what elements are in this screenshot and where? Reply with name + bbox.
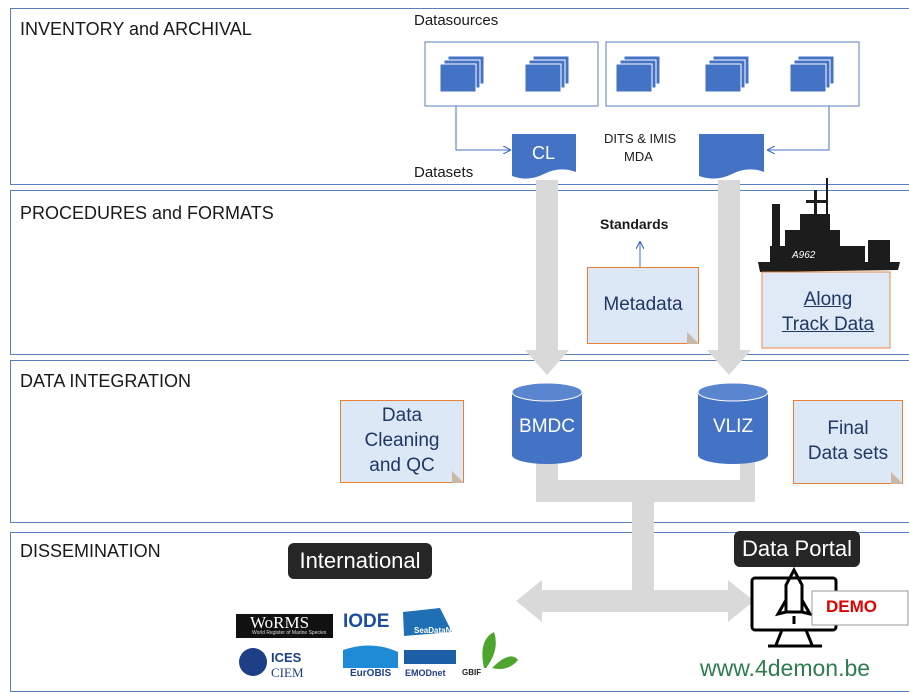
standards-label: Standards (600, 216, 669, 232)
bmdc-label: BMDC (519, 416, 575, 437)
ciem-logo: CIEM (271, 665, 304, 680)
vliz-label: VLIZ (712, 416, 754, 437)
seadatanet-logo-icon (403, 608, 452, 636)
ship-hull-number: A962 (792, 250, 816, 261)
along-track-link[interactable]: Along Track Data (770, 288, 886, 337)
dits-label-line2: MDA (624, 149, 653, 164)
cl-document-icon (512, 134, 576, 179)
cleaning-line2: Cleaning (364, 430, 440, 452)
band-title-procedures: PROCEDURES and FORMATS (20, 203, 274, 223)
eurobis-logo-icon (343, 645, 398, 668)
emodnet-logo-icon (404, 650, 456, 664)
research-ship-icon (758, 178, 900, 272)
doc-stack-icon (439, 55, 835, 93)
worms-logo-subtitle: World Register of Marine Species (252, 630, 327, 636)
ices-logo[interactable]: ICES (271, 650, 302, 665)
iode-logo[interactable]: IODE (343, 611, 390, 632)
final-line2: Data sets (807, 443, 889, 464)
emodnet-logo[interactable]: EMODnet (405, 668, 446, 678)
demo-box (811, 590, 909, 626)
along-track-line1: Along (803, 289, 853, 310)
cl-label: CL (532, 143, 556, 163)
datasources-label: Datasources (414, 12, 499, 29)
band-title-inventory: INVENTORY and ARCHIVAL (20, 19, 252, 39)
data-portal-badge: Data Portal (734, 531, 860, 567)
dits-document-icon (699, 134, 764, 179)
ices-logo-icon (239, 648, 267, 676)
bmdc-cylinder-icon (511, 382, 583, 464)
international-badge: International (288, 543, 432, 579)
band-title-integration: DATA INTEGRATION (20, 371, 192, 391)
metadata-note: Metadata (587, 267, 699, 344)
datasets-label: Datasets (414, 164, 474, 181)
seadatanet-logo[interactable]: SeaDataNet (414, 626, 459, 635)
along-track-line2: Track Data (781, 313, 875, 335)
band-procedures (10, 190, 909, 355)
worms-logo-bg (236, 614, 333, 638)
cleaning-line1: Data (381, 405, 423, 427)
metadata-label: Metadata (603, 294, 683, 316)
final-datasets-note: Final Data sets (793, 400, 903, 484)
dits-label-line1: DITS & IMIS (604, 131, 677, 146)
demo-label: DEMO (826, 597, 877, 616)
cleaning-note: Data Cleaning and QC (340, 400, 464, 483)
iode-logo-bg (342, 612, 394, 632)
worms-logo[interactable]: WoRMS (250, 613, 310, 632)
eurobis-logo[interactable]: EurOBIS (350, 668, 392, 679)
flow-arrows (516, 180, 755, 622)
vliz-cylinder-icon (697, 382, 769, 464)
cleaning-line3: and QC (369, 454, 435, 476)
website-link[interactable]: www.4demon.be (700, 655, 871, 681)
band-title-dissemination: DISSEMINATION (20, 541, 161, 561)
gbif-logo[interactable]: GBIF (462, 668, 482, 677)
final-line1: Final (827, 418, 869, 440)
gbif-logo-icon (482, 632, 518, 669)
